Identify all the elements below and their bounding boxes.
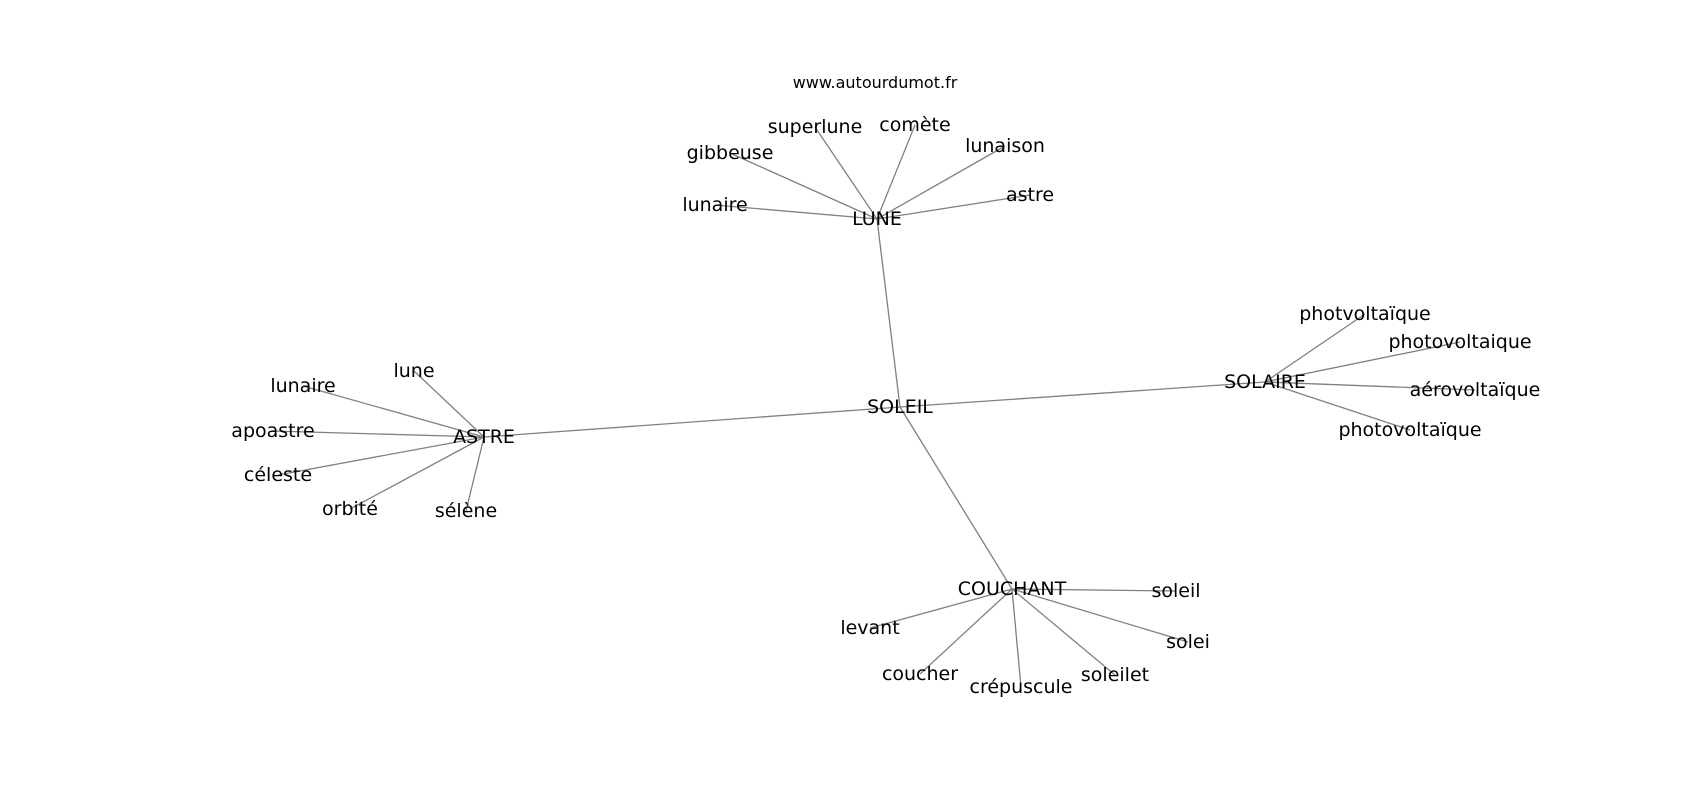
node-lune-gibbeuse: gibbeuse: [687, 142, 774, 164]
edge-lune-lune-gibbeuse: [729, 152, 878, 220]
edge-lune-lune-lunaire: [714, 204, 878, 220]
edge-lune-lune-astre: [876, 194, 1031, 220]
node-couchant-soleil: soleil: [1151, 580, 1200, 602]
edge-solaire-solaire-aerovoltaique: [1264, 381, 1476, 391]
edge-soleil-solaire: [899, 381, 1266, 408]
node-lune-superlune: superlune: [768, 116, 863, 138]
node-astre: ASTRE: [453, 426, 515, 448]
node-solaire-photovoltaique-2: photovoltaïque: [1338, 419, 1481, 441]
node-couchant-soleilet: soleilet: [1081, 664, 1149, 686]
source-label: www.autourdumot.fr: [793, 73, 958, 92]
edge-astre-astre-lune: [413, 370, 485, 438]
node-soleil: SOLEIL: [867, 396, 933, 418]
edge-astre-astre-selene: [465, 436, 485, 512]
edge-solaire-solaire-photovoltaique-1: [1264, 341, 1461, 383]
node-astre-lune: lune: [393, 360, 434, 382]
node-solaire-photvoltaique: photvoltaïque: [1299, 303, 1431, 325]
edge-couchant-couchant-coucher: [919, 588, 1013, 675]
edges: [272, 124, 1476, 688]
edge-astre-astre-apoastre: [272, 430, 485, 438]
node-solaire-aerovoltaique: aérovoltaïque: [1410, 379, 1541, 401]
node-couchant-crepuscule: crépuscule: [970, 676, 1073, 698]
edge-lune-lune-comete: [876, 124, 916, 220]
edge-solaire-solaire-photvoltaique: [1264, 313, 1366, 383]
edge-soleil-lune: [876, 218, 901, 408]
node-labels: SOLEIL LUNE lunaire gibbeuse superlune comète…: [231, 114, 1540, 698]
edge-couchant-couchant-soleilet: [1011, 588, 1116, 676]
node-astre-lunaire: lunaire: [270, 375, 335, 397]
node-lune-comete: comète: [879, 114, 950, 136]
edge-soleil-couchant: [899, 406, 1013, 590]
node-couchant-coucher: coucher: [882, 663, 958, 685]
edge-soleil-astre: [483, 406, 901, 438]
edge-couchant-couchant-solei: [1011, 588, 1189, 643]
node-lune-astre: astre: [1006, 184, 1054, 206]
edge-couchant-couchant-levant: [869, 588, 1013, 629]
edge-astre-astre-lunaire: [302, 385, 485, 438]
edge-astre-astre-celeste: [277, 436, 485, 476]
edge-couchant-couchant-crepuscule: [1011, 588, 1022, 688]
node-astre-selene: sélène: [435, 500, 497, 522]
edge-astre-astre-orbite: [349, 436, 485, 510]
node-solaire: SOLAIRE: [1224, 371, 1306, 393]
edge-solaire-solaire-photovoltaique-2: [1264, 381, 1411, 431]
node-couchant: COUCHANT: [958, 578, 1067, 600]
node-couchant-solei: solei: [1166, 631, 1210, 653]
node-solaire-photovoltaique-1: photovoltaique: [1388, 331, 1531, 353]
node-astre-celeste: céleste: [244, 464, 312, 486]
node-lune-lunaison: lunaison: [965, 135, 1045, 157]
node-couchant-levant: levant: [840, 617, 899, 639]
node-astre-apoastre: apoastre: [231, 420, 314, 442]
edge-couchant-couchant-soleil: [1011, 588, 1177, 592]
edge-lune-lune-lunaison: [876, 145, 1006, 220]
node-lune-lunaire: lunaire: [682, 194, 747, 216]
edge-lune-lune-superlune: [814, 126, 878, 220]
node-lune: LUNE: [852, 208, 902, 230]
node-astre-orbite: orbité: [322, 498, 378, 520]
